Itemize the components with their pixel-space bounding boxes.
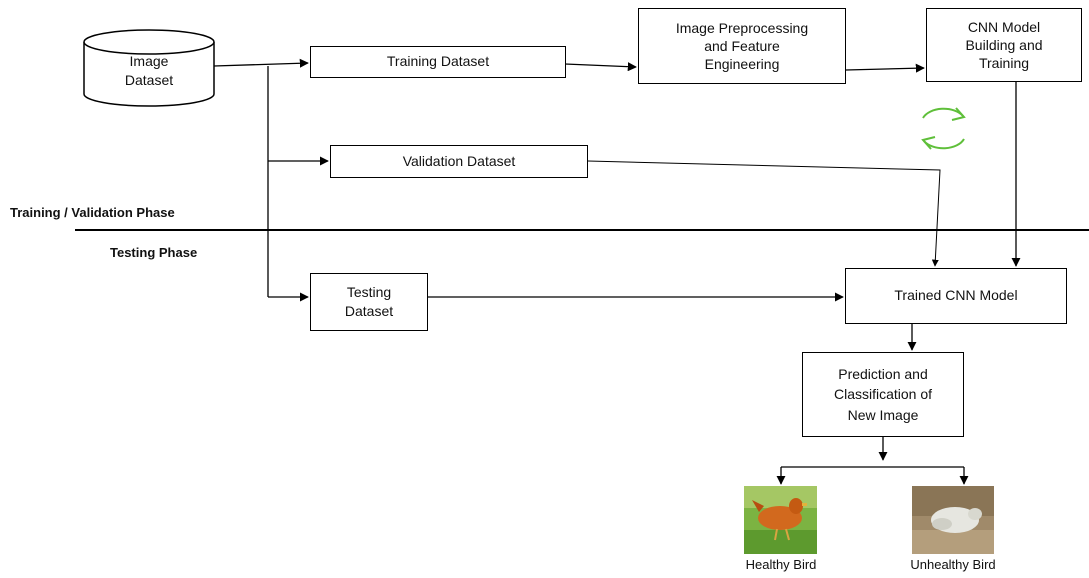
- validation-dataset-box: Validation Dataset: [330, 145, 588, 178]
- testing-dataset-box: Testing Dataset: [310, 273, 428, 331]
- arrow-dataset-to-training: [213, 58, 309, 68]
- arrow-training-to-preprocessing: [564, 62, 637, 72]
- unhealthy-bird-image: [912, 486, 994, 554]
- testing-phase-label: Testing Phase: [110, 245, 198, 260]
- refresh-cycle-icon: [921, 107, 966, 150]
- healthy-bird-image: [744, 486, 817, 554]
- training-dataset-box: Training Dataset: [310, 46, 566, 78]
- arrow-preprocessing-to-cnn: [845, 63, 925, 73]
- prediction-box: Prediction and Classification of New Ima…: [802, 352, 964, 437]
- unhealthy-bird-caption: Unhealthy Bird: [910, 557, 996, 572]
- training-validation-phase-label: Training / Validation Phase: [10, 205, 175, 220]
- trained-cnn-model-box: Trained CNN Model: [845, 268, 1067, 324]
- preprocessing-box: Image Preprocessing and Feature Engineer…: [638, 8, 846, 84]
- cnn-building-box: CNN Model Building and Training: [926, 8, 1082, 82]
- healthy-bird-caption: Healthy Bird: [745, 557, 817, 572]
- image-dataset-cylinder: [83, 29, 215, 107]
- arrow-validation-to-trained: [587, 160, 941, 267]
- image-dataset-label: Image Dataset: [124, 53, 174, 88]
